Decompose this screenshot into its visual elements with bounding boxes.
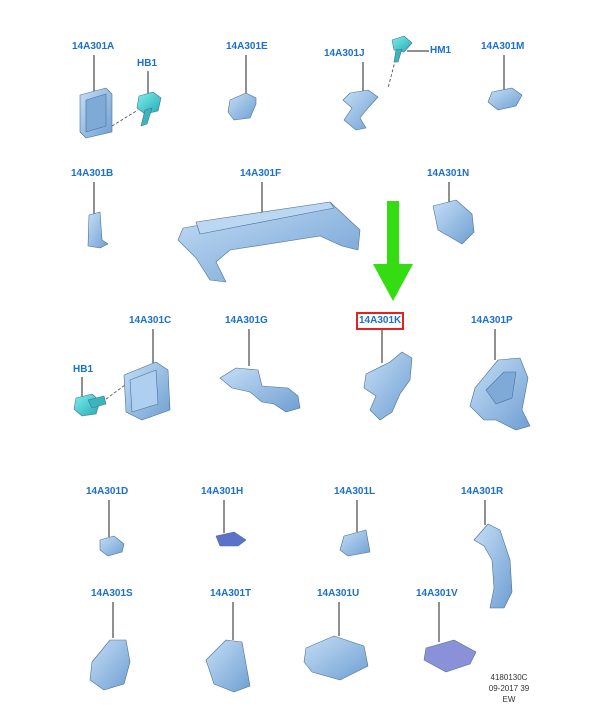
label-14a301l[interactable]: 14A301L — [334, 486, 376, 497]
drawing-stamp: 4180130C 09-2017 39 EW — [474, 672, 544, 705]
parts — [73, 35, 531, 693]
label-14a301m[interactable]: 14A301M — [481, 41, 525, 52]
label-hb1-top[interactable]: HB1 — [137, 58, 158, 69]
label-hb1-mid[interactable]: HB1 — [73, 364, 94, 375]
label-14a301c[interactable]: 14A301C — [129, 315, 172, 326]
label-14a301r[interactable]: 14A301R — [461, 486, 504, 497]
label-14a301v[interactable]: 14A301V — [416, 588, 458, 599]
leader-lines — [81, 50, 505, 642]
label-14a301g[interactable]: 14A301G — [225, 315, 268, 326]
stamp-line-3: EW — [502, 695, 516, 704]
stamp-line-1: 4180130C — [490, 673, 528, 682]
label-14a301f[interactable]: 14A301F — [240, 168, 282, 179]
highlight-arrow — [373, 201, 413, 301]
label-14a301u[interactable]: 14A301U — [317, 588, 360, 599]
label-14a301a[interactable]: 14A301A — [72, 41, 115, 52]
label-14a301e[interactable]: 14A301E — [226, 41, 268, 52]
label-14a301k-highlighted[interactable]: 14A301K — [355, 312, 405, 330]
label-14a301b[interactable]: 14A301B — [71, 168, 114, 179]
label-14a301n[interactable]: 14A301N — [427, 168, 470, 179]
label-14a301t[interactable]: 14A301T — [210, 588, 252, 599]
label-14a301j[interactable]: 14A301J — [324, 48, 365, 59]
label-14a301s[interactable]: 14A301S — [91, 588, 133, 599]
label-14a301d[interactable]: 14A301D — [86, 486, 129, 497]
label-14a301p[interactable]: 14A301P — [471, 315, 513, 326]
label-14a301h[interactable]: 14A301H — [201, 486, 244, 497]
label-hm1[interactable]: HM1 — [430, 45, 452, 56]
stamp-line-2: 09-2017 39 — [488, 684, 530, 693]
